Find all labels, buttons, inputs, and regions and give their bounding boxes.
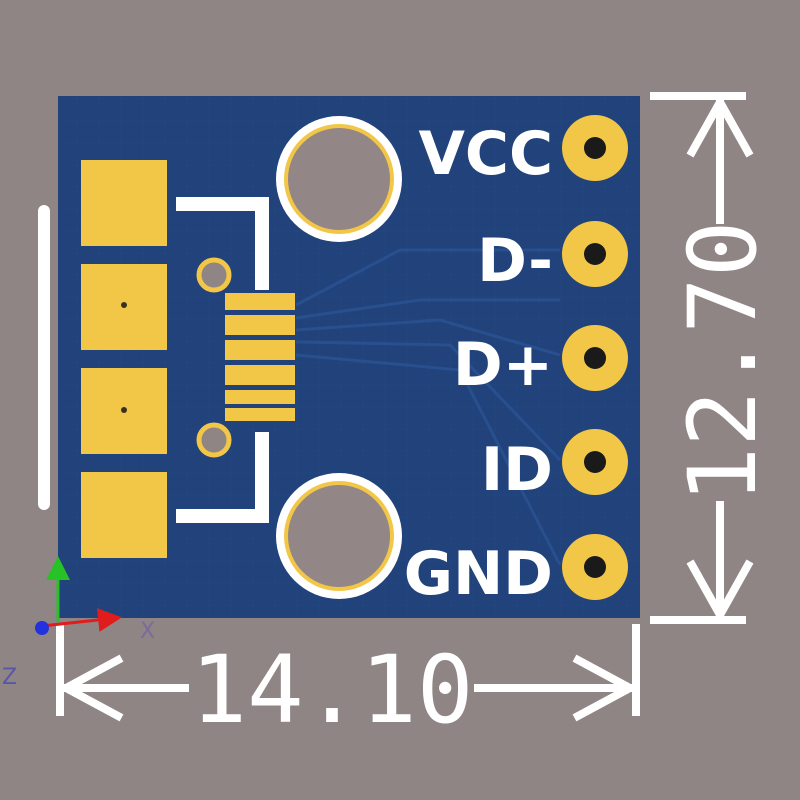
pin-hole xyxy=(584,243,606,265)
small-mount-hole xyxy=(196,422,232,458)
pin-label-d-minus: D- xyxy=(477,226,553,296)
edge-pads xyxy=(81,160,167,558)
pin-label-d-plus: D+ xyxy=(453,330,553,400)
large-mount-hole-bore xyxy=(288,128,390,230)
micro-usb-pads xyxy=(225,293,295,421)
pin-hole xyxy=(584,137,606,159)
pin-header: VCC D- D+ ID GND xyxy=(404,115,628,609)
width-dimension xyxy=(56,624,640,722)
pin-label-gnd: GND xyxy=(404,539,553,609)
z-axis-label: Z xyxy=(2,665,17,690)
height-dimension-label: 12.70 xyxy=(669,221,778,504)
usb-footprint-outline xyxy=(176,197,269,523)
pin-hole xyxy=(584,556,606,578)
pin-label-vcc: VCC xyxy=(418,119,553,189)
pin-label-id: ID xyxy=(481,435,553,505)
small-mount-hole xyxy=(196,257,232,293)
arrow-up-icon xyxy=(686,93,754,158)
width-dimension-label: 14.10 xyxy=(191,636,474,745)
arrow-down-icon xyxy=(686,559,754,624)
edge-pad xyxy=(81,160,167,246)
pin-hole xyxy=(584,451,606,473)
via-dot xyxy=(121,407,127,413)
large-mount-hole-bore xyxy=(288,485,390,587)
edge-pad xyxy=(81,472,167,558)
via-dot xyxy=(121,302,127,308)
arrow-right-icon xyxy=(572,654,639,722)
copper-traces xyxy=(295,248,562,566)
height-dimension xyxy=(650,92,754,624)
connector-outline-bar xyxy=(38,205,50,510)
pin-hole xyxy=(584,347,606,369)
z-axis-dot xyxy=(35,621,49,635)
x-axis-arrow xyxy=(41,608,122,632)
x-axis-label: X xyxy=(140,619,155,644)
axis-indicator: X Z xyxy=(2,556,155,690)
arrow-left-icon xyxy=(57,654,124,722)
